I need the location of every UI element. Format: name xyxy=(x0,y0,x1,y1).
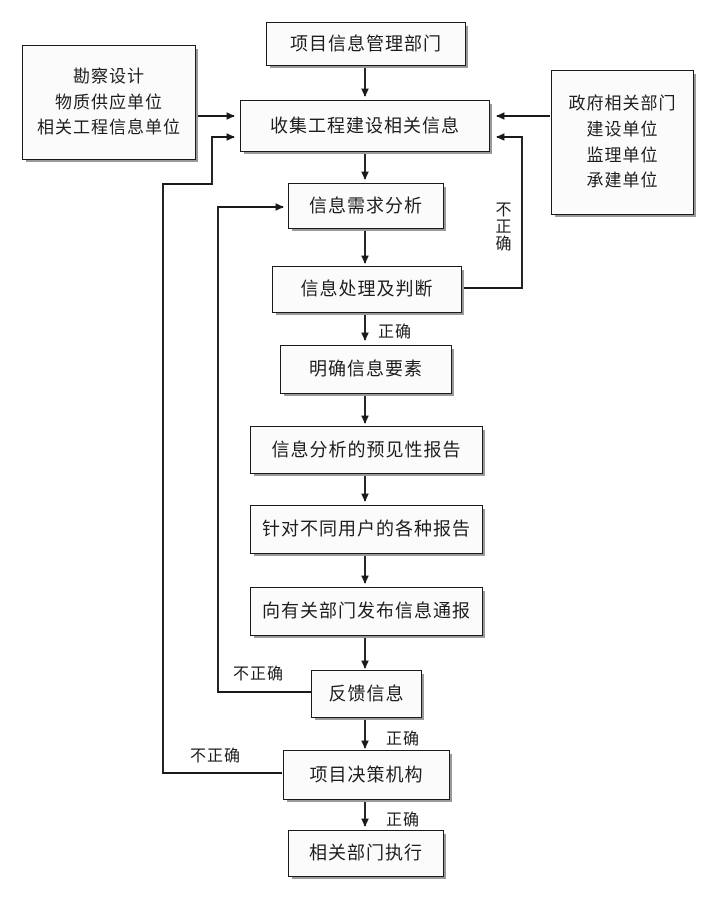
node-project-info-dept[interactable]: 项目信息管理部门 xyxy=(266,22,466,66)
node-forecast-report[interactable]: 信息分析的预见性报告 xyxy=(250,426,483,474)
node-label: 向有关部门发布信息通报 xyxy=(262,601,471,622)
node-clarify-elements[interactable]: 明确信息要素 xyxy=(280,345,452,394)
edge-label-correct-feedback: 正确 xyxy=(386,731,421,748)
node-left-sources[interactable]: 勘察设计 物质供应单位 相关工程信息单位 xyxy=(22,45,196,160)
edge-label-correct-decision: 正确 xyxy=(386,812,421,829)
node-label: 信息分析的预见性报告 xyxy=(271,439,462,460)
node-label: 信息处理及判断 xyxy=(300,279,434,300)
left-source-line-1: 勘察设计 xyxy=(73,67,145,87)
node-feedback-info[interactable]: 反馈信息 xyxy=(311,670,422,718)
left-source-line-2: 物质供应单位 xyxy=(55,92,163,112)
node-label: 收集工程建设相关信息 xyxy=(270,115,460,136)
node-label: 针对不同用户的各种报告 xyxy=(262,519,471,540)
node-publish-bulletin[interactable]: 向有关部门发布信息通报 xyxy=(250,587,483,636)
node-dept-execute[interactable]: 相关部门执行 xyxy=(288,830,444,877)
right-source-line-3: 监理单位 xyxy=(586,145,659,165)
edge-label-incorrect-process: 不正确 xyxy=(495,202,513,253)
node-label: 明确信息要素 xyxy=(309,359,423,380)
node-demand-analysis[interactable]: 信息需求分析 xyxy=(288,183,444,229)
edge-process-incorrect-to-collect xyxy=(463,133,523,289)
node-label: 反馈信息 xyxy=(328,683,405,704)
right-source-line-1: 政府相关部门 xyxy=(568,94,677,114)
right-source-line-2: 建设单位 xyxy=(586,119,659,139)
node-collect-info[interactable]: 收集工程建设相关信息 xyxy=(240,100,490,152)
node-label: 相关部门执行 xyxy=(309,843,423,864)
node-label: 项目信息管理部门 xyxy=(290,33,442,54)
left-source-line-3: 相关工程信息单位 xyxy=(37,118,181,138)
node-label: 信息需求分析 xyxy=(309,195,423,216)
node-process-judge[interactable]: 信息处理及判断 xyxy=(272,266,462,313)
edge-label-incorrect-feedback: 不正确 xyxy=(233,666,285,683)
edge-label-incorrect-decision: 不正确 xyxy=(190,748,242,765)
node-right-sources[interactable]: 政府相关部门 建设单位 监理单位 承建单位 xyxy=(551,70,694,215)
node-user-reports[interactable]: 针对不同用户的各种报告 xyxy=(250,505,483,554)
right-source-line-4: 承建单位 xyxy=(586,171,659,191)
node-label: 项目决策机构 xyxy=(309,764,424,785)
edge-label-correct-process: 正确 xyxy=(378,324,413,341)
node-decision-body[interactable]: 项目决策机构 xyxy=(283,750,450,800)
